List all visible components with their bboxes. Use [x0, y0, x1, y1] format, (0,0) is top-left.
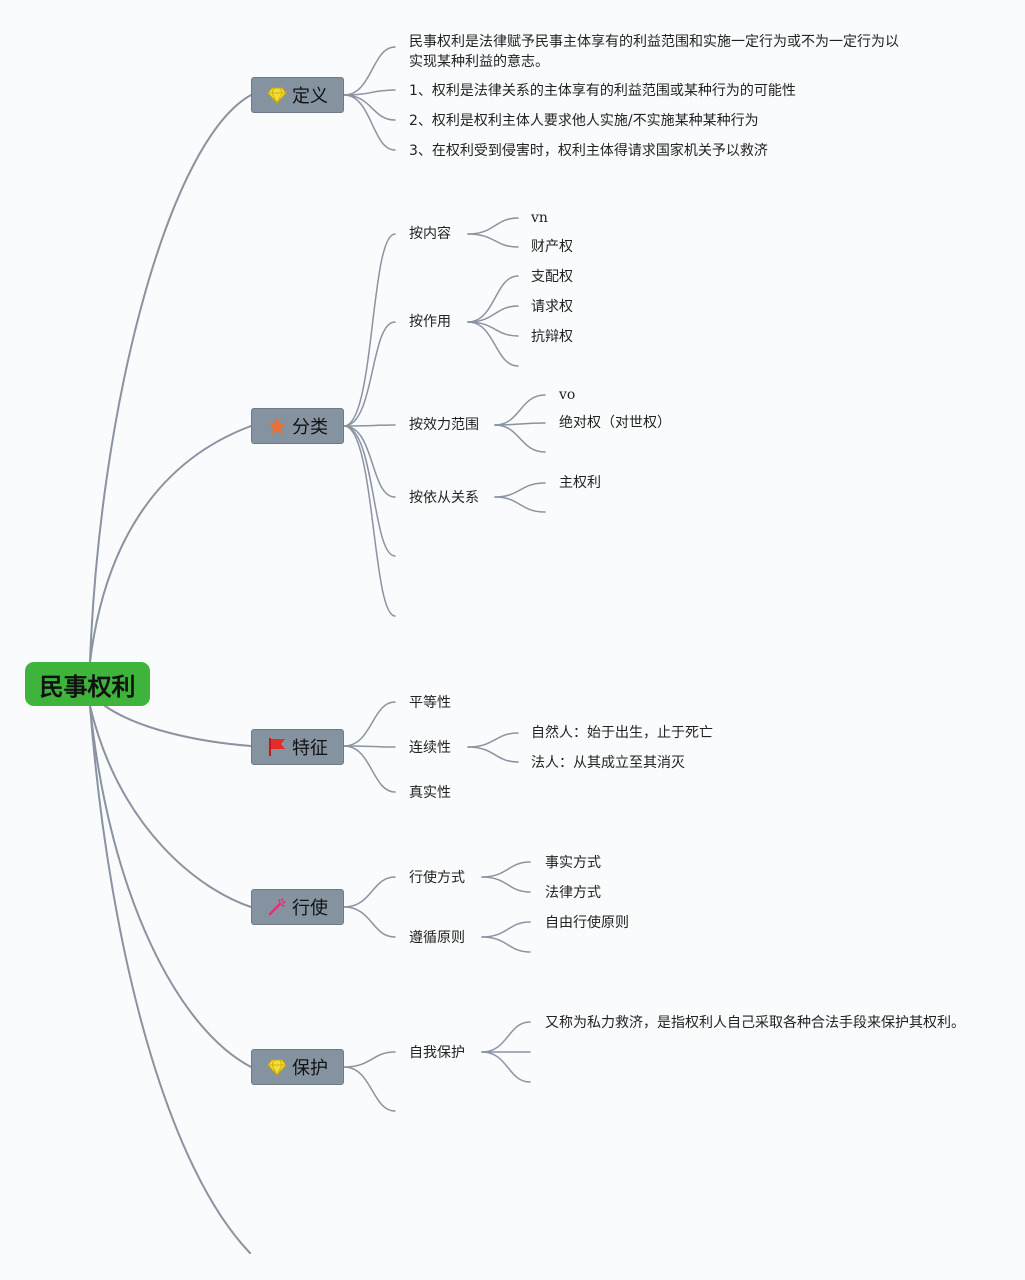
link-root-classification	[89, 425, 252, 663]
branch-definition[interactable]: 定义	[251, 77, 344, 113]
definition-item[interactable]: 民事权利是法律赋予民事主体享有的利益范围和实施一定行为或不为一定行为以实现某种利…	[409, 34, 899, 70]
branch-label: 定义	[292, 86, 328, 107]
classification-group[interactable]: 按内容	[409, 226, 451, 242]
classification-group[interactable]: 按作用	[409, 314, 451, 330]
gem-icon	[267, 85, 287, 105]
exercise-group[interactable]: 遵循原则	[409, 930, 465, 946]
classification-leaf[interactable]: vn	[531, 210, 548, 226]
star-icon	[267, 416, 287, 436]
branch-label: 特征	[292, 738, 328, 759]
gem-icon	[267, 1057, 287, 1077]
protection-group[interactable]: 自我保护	[409, 1045, 465, 1061]
branch-label: 分类	[292, 417, 328, 438]
classification-group[interactable]: 按依从关系	[409, 490, 479, 506]
exercise-leaf[interactable]: 法律方式	[545, 885, 601, 901]
feature-item[interactable]: 连续性	[409, 740, 451, 756]
root-topic[interactable]: 民事权利	[25, 662, 150, 706]
feature-item[interactable]: 真实性	[409, 785, 451, 801]
exercise-leaf[interactable]: 自由行使原则	[545, 915, 629, 931]
exercise-leaf[interactable]: 事实方式	[545, 855, 601, 871]
definition-item[interactable]: 2、权利是权利主体人要求他人实施/不实施某种某种行为	[409, 113, 759, 129]
classification-leaf[interactable]: 请求权	[531, 299, 573, 315]
link-root-exercise	[89, 705, 252, 908]
classification-leaf[interactable]: 主权利	[559, 475, 601, 491]
feature-leaf[interactable]: 法人：从其成立至其消灭	[531, 755, 685, 771]
protection-leaf[interactable]: 又称为私力救济，是指权利人自己采取各种合法手段来保护其权利。	[545, 1015, 965, 1031]
definition-item[interactable]: 3、在权利受到侵害时，权利主体得请求国家机关予以救济	[409, 143, 768, 159]
feature-item[interactable]: 平等性	[409, 695, 451, 711]
classification-group[interactable]: 按效力范围	[409, 417, 479, 433]
link-root-features	[104, 705, 252, 747]
classification-leaf[interactable]: 财产权	[531, 239, 573, 255]
classification-leaf[interactable]: 抗辩权	[531, 329, 573, 345]
exercise-group[interactable]: 行使方式	[409, 870, 465, 886]
classification-leaf[interactable]: 支配权	[531, 269, 573, 285]
branch-protection[interactable]: 保护	[251, 1049, 344, 1085]
classification-leaf[interactable]: vo	[559, 387, 576, 403]
feature-leaf[interactable]: 自然人：始于出生，止于死亡	[531, 725, 713, 741]
link-root-empty	[89, 705, 251, 1254]
branch-classification[interactable]: 分类	[251, 408, 344, 444]
flag-icon	[267, 737, 287, 757]
definition-item[interactable]: 1、权利是法律关系的主体享有的利益范围或某种行为的可能性	[409, 83, 796, 99]
branch-label: 保护	[292, 1058, 328, 1079]
link-root-protection	[89, 705, 252, 1068]
link-root-definition	[89, 94, 252, 663]
branch-features[interactable]: 特征	[251, 729, 344, 765]
branch-exercise[interactable]: 行使	[251, 889, 344, 925]
classification-leaf[interactable]: 绝对权（对世权）	[559, 415, 671, 431]
magic-wand-icon	[267, 897, 287, 917]
branch-label: 行使	[292, 898, 328, 919]
